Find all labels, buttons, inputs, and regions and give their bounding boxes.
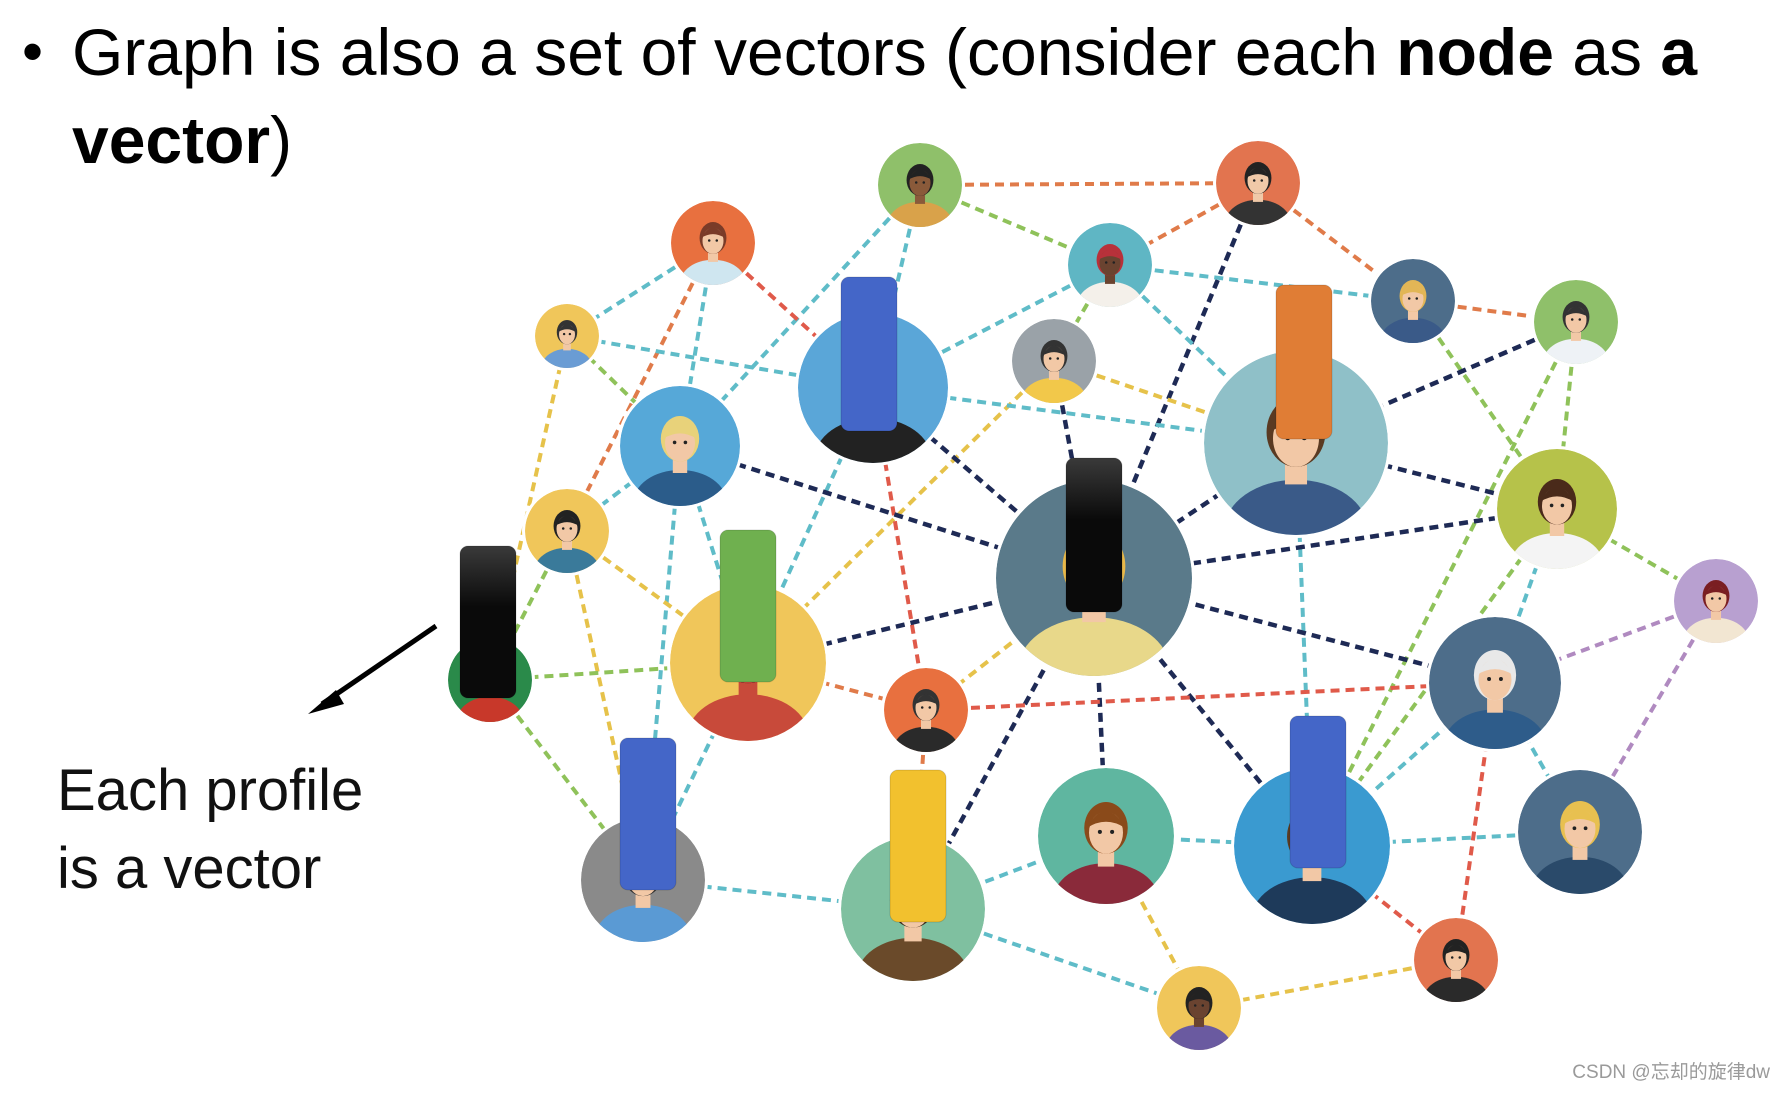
network-edge [872, 386, 1297, 445]
bullet-text-bold-vector: a vector [72, 15, 1698, 177]
bullet-text-bold-node: node [1396, 15, 1554, 89]
vector-bar [719, 529, 777, 683]
person-avatar-icon [1154, 963, 1244, 1053]
person-avatar-icon [532, 301, 602, 371]
network-edge [1091, 182, 1261, 579]
network-edge [919, 181, 1259, 187]
person-avatar-icon [1009, 316, 1099, 406]
person-avatar-icon [1065, 220, 1155, 310]
network-edge [1310, 681, 1497, 848]
network-edge [1310, 321, 1578, 847]
person-avatar-icon [1035, 765, 1177, 907]
network-edge [565, 334, 682, 448]
bullet-text-part1: Graph is also a set of vectors (consider… [72, 15, 1397, 89]
network-edge [871, 387, 928, 711]
person-avatar-icon [617, 383, 743, 509]
network-nodes [445, 138, 1761, 1053]
person-avatar-icon [1671, 556, 1761, 646]
person-avatar-icon [881, 665, 971, 755]
network-edge [488, 678, 645, 882]
network-edge [925, 681, 1496, 712]
person-avatar-icon [1213, 138, 1303, 228]
network-edge [565, 242, 715, 532]
person-avatar-icon [1515, 767, 1645, 897]
vector-bar [840, 276, 898, 432]
vector-bar [459, 545, 517, 699]
person-avatar-icon [1368, 256, 1458, 346]
person-avatar-icon [1426, 614, 1564, 752]
arrow-icon [308, 623, 438, 714]
watermark: CSDN @忘却的旋律dw [1572, 1062, 1770, 1083]
vector-bars [459, 276, 1347, 923]
person-avatar-icon [1531, 277, 1621, 367]
person-avatar-icon [1411, 915, 1501, 1005]
bullet-text-part3: ) [270, 103, 293, 177]
bullet-text: Graph is also a set of vectors (consider… [72, 8, 1772, 184]
side-label-line1: Each profile [57, 758, 364, 823]
vector-bar [1065, 457, 1123, 613]
person-avatar-icon [668, 198, 758, 288]
network-edge [1093, 575, 1496, 686]
vector-bar [889, 769, 947, 923]
vector-bar [619, 737, 677, 891]
network-edge [1109, 263, 1414, 303]
vector-bar [1289, 715, 1347, 869]
bullet-dot: • [22, 18, 44, 85]
person-avatar-icon [1201, 348, 1391, 538]
person-avatar-icon [875, 140, 965, 230]
network-edge [746, 359, 1056, 665]
side-label-line2: is a vector [57, 836, 322, 901]
bullet-text-part2: as [1553, 15, 1661, 89]
vector-bar [1275, 284, 1333, 440]
person-avatar-icon [522, 486, 612, 576]
side-label: Each profile is a vector [57, 752, 363, 908]
person-avatar-icon [1494, 446, 1620, 572]
network-edge [1295, 319, 1577, 446]
